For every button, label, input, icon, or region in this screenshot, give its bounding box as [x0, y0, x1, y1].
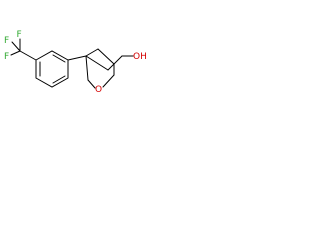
- cage-bond-2: [97, 48, 115, 65]
- ring-oxygen-label: O: [95, 85, 102, 95]
- aromatic-double-bond-2: [52, 75, 66, 84]
- structure-svg: F F F O OH: [4, 30, 147, 95]
- fluorine-label-top: F: [17, 30, 22, 40]
- aromatic-double-bond-1: [52, 54, 66, 63]
- hydroxyl-label: OH: [133, 52, 147, 62]
- fluorine-label-left: F: [4, 52, 9, 62]
- bond-cf3-f-upper-left: [11, 41, 21, 52]
- fluorine-label-upper-left: F: [4, 36, 9, 46]
- benzene-ring: [35, 50, 69, 88]
- bond-cf3-f-left: [10, 50, 21, 56]
- cage-bond-1: [85, 48, 99, 57]
- cage-bond-7: [102, 74, 115, 88]
- cage-bond-4: [107, 63, 115, 71]
- cage-bond-3: [85, 55, 109, 71]
- cage-bond-5: [85, 55, 89, 81]
- cage-bond-6: [87, 79, 96, 89]
- bond-ch2: [113, 55, 123, 65]
- bond-cf3-aryl: [19, 50, 37, 61]
- bond-aryl-bicycle: [67, 55, 87, 61]
- molecule-diagram: F F F O OH: [0, 0, 152, 152]
